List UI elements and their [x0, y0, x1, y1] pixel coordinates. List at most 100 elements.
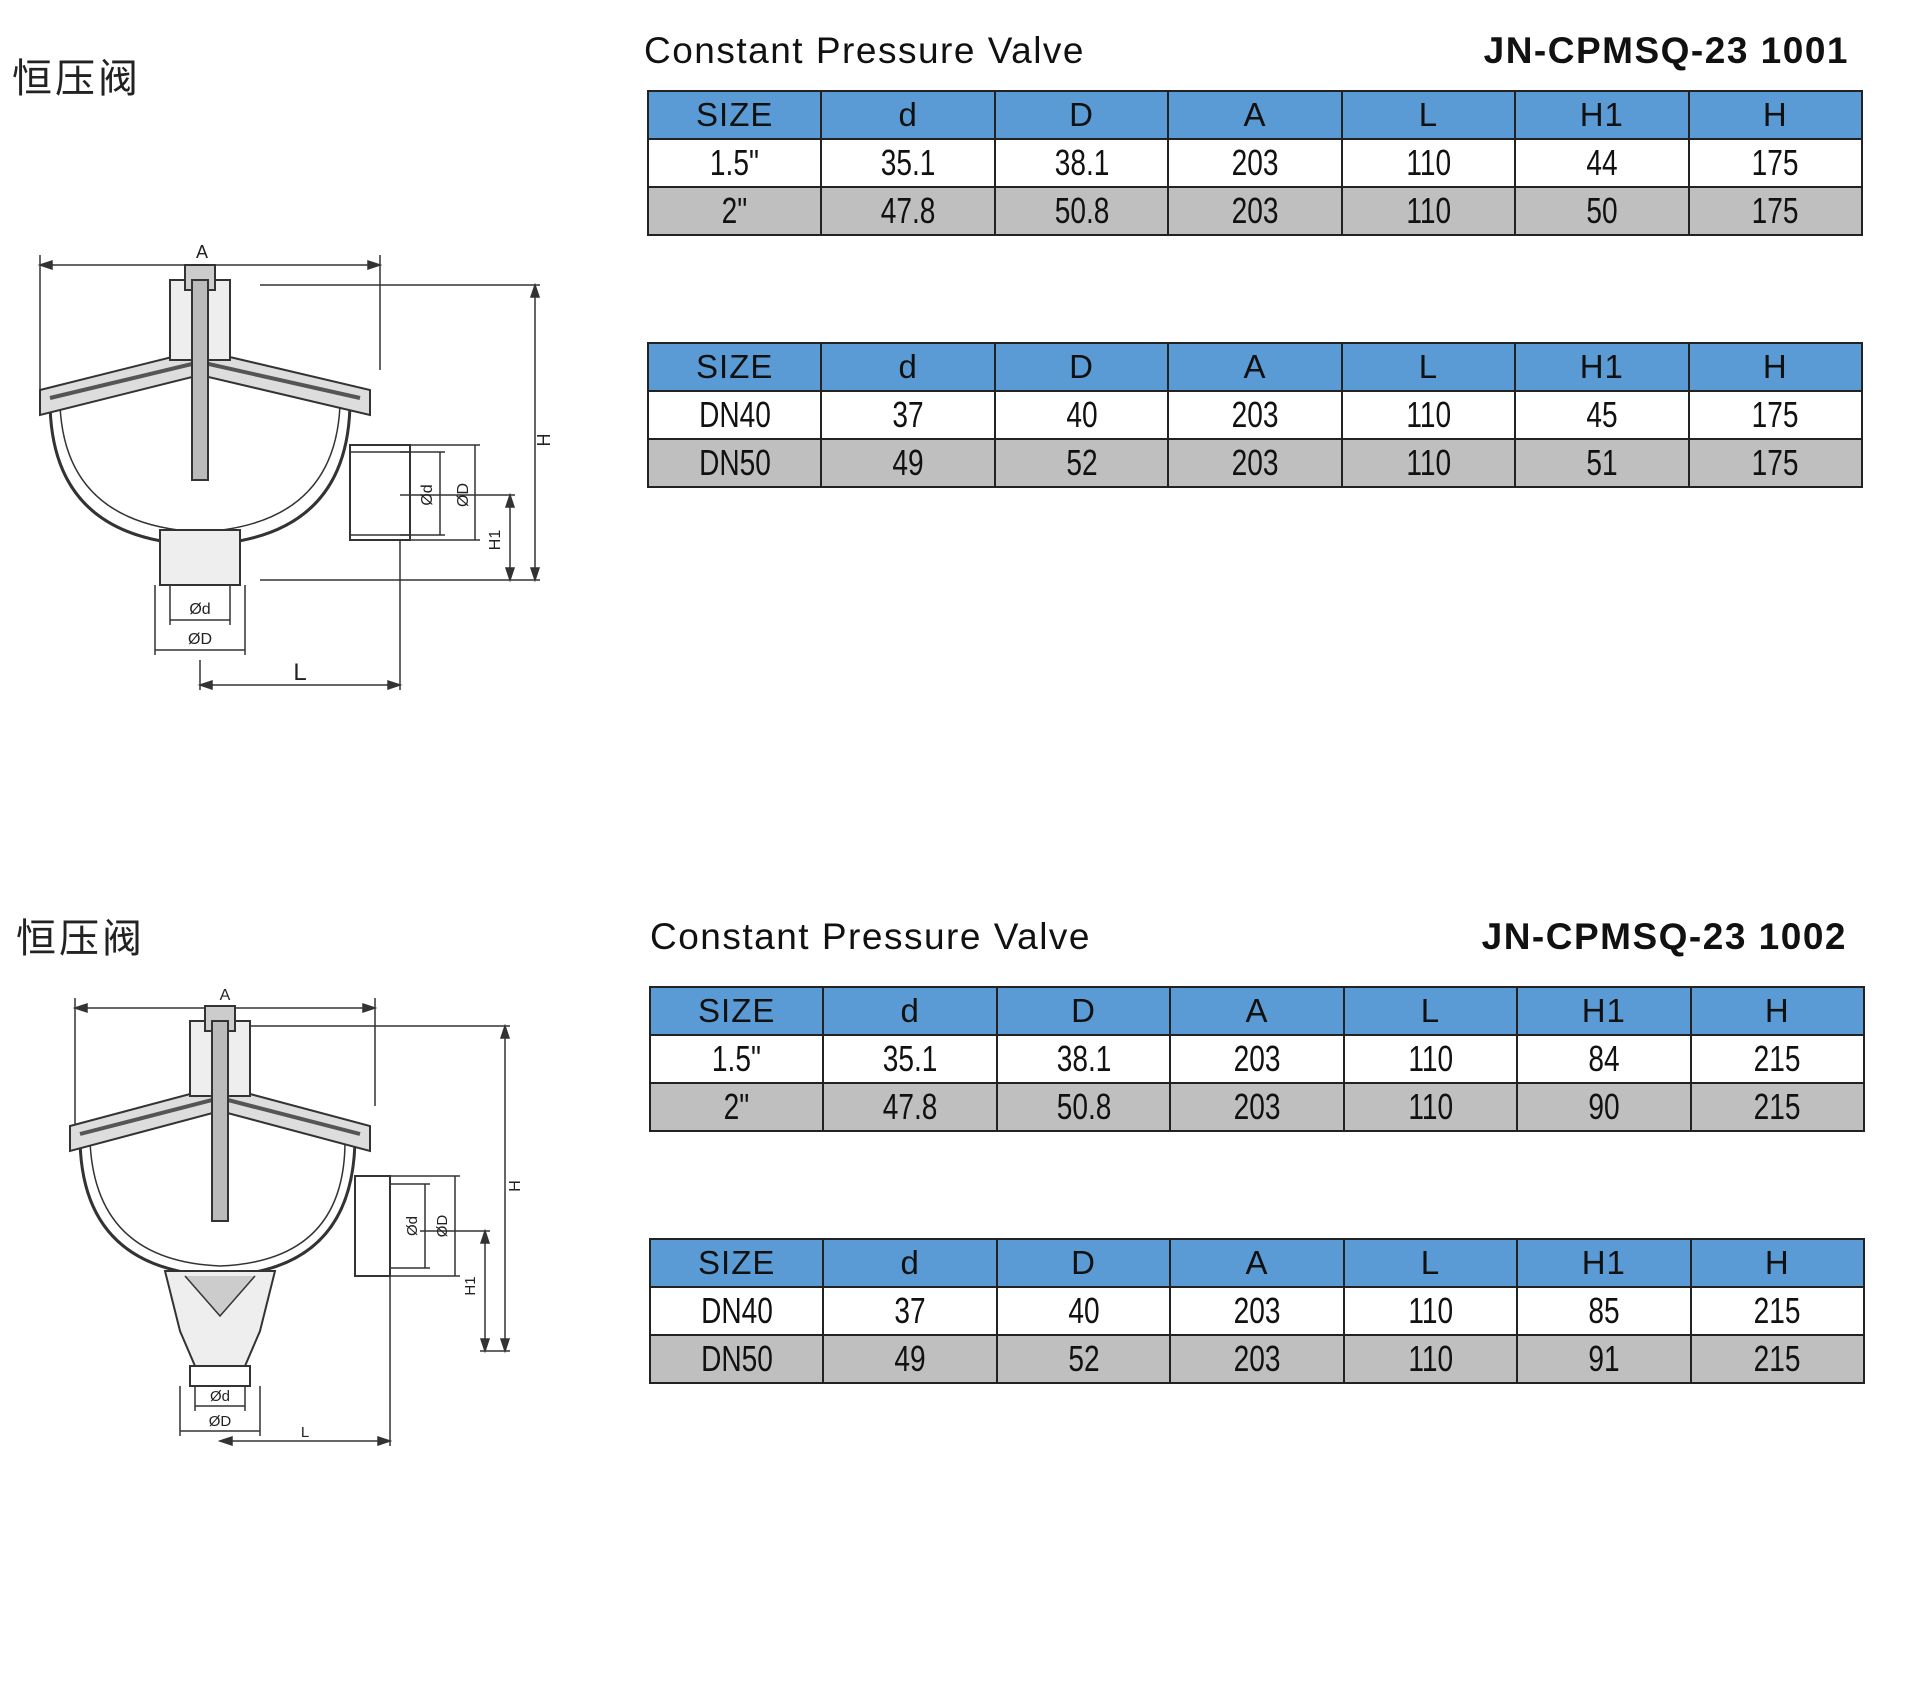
english-title: Constant Pressure Valve — [644, 30, 1086, 71]
cell: 85 — [1516, 1286, 1692, 1336]
header-L: L — [1340, 342, 1517, 392]
table-row: DN40 37 40 203 110 85 215 — [648, 1286, 1866, 1336]
header-size: SIZE — [646, 90, 823, 140]
cell: 203 — [1169, 1034, 1345, 1084]
cell: 38.1 — [995, 1034, 1172, 1084]
cell: 84 — [1516, 1034, 1692, 1084]
cell: 215 — [1689, 1034, 1866, 1084]
header-D: D — [993, 90, 1170, 140]
cell: 49 — [822, 1334, 998, 1384]
label-D-side: ØD — [434, 1215, 451, 1238]
cell: 110 — [1340, 390, 1517, 440]
cell: 50 — [1514, 186, 1690, 236]
cell: 215 — [1689, 1334, 1866, 1384]
label-H1: H1 — [462, 1276, 479, 1295]
product-code: JN-CPMSQ-23 1001 — [1483, 30, 1849, 71]
product-code: JN-CPMSQ-23 1002 — [1481, 916, 1847, 957]
valve-drawing-1001: A H H1 Ød ØD Ød ØD L — [37, 242, 554, 691]
label-d-bottom: Ød — [189, 601, 210, 618]
header-H: H — [1689, 1238, 1866, 1288]
valve-drawing-1002: A H H1 Ød ØD Ød ØD L — [69, 987, 524, 1446]
cell: 2" — [646, 186, 823, 236]
table-row: 2" 47.8 50.8 203 110 50 175 — [646, 186, 1864, 236]
cell: 215 — [1689, 1082, 1866, 1132]
header-D: D — [995, 986, 1172, 1036]
cell: 35.1 — [820, 138, 996, 188]
table-header-row: SIZE d D A L H1 H — [648, 986, 1866, 1036]
cell: 175 — [1687, 438, 1864, 488]
cell: DN40 — [646, 390, 823, 440]
header-d: d — [822, 1238, 998, 1288]
header-size: SIZE — [648, 986, 825, 1036]
cell: 203 — [1167, 138, 1343, 188]
cell: 44 — [1514, 138, 1690, 188]
cell: 175 — [1687, 138, 1864, 188]
header-d: d — [820, 90, 996, 140]
label-A: A — [220, 987, 231, 1004]
cell: 38.1 — [993, 138, 1170, 188]
cell: 203 — [1167, 438, 1343, 488]
label-D-bottom: ØD — [209, 1413, 232, 1430]
product-section-1001: 恒压阀 Constant Pressure Valve JN-CPMSQ-23 … — [0, 0, 1919, 800]
header-D: D — [995, 1238, 1172, 1288]
cell: 110 — [1342, 1334, 1519, 1384]
cell: 1.5" — [648, 1034, 825, 1084]
cell: DN50 — [646, 438, 823, 488]
table-header-row: SIZE d D A L H1 H — [648, 1238, 1866, 1288]
header-L: L — [1340, 90, 1517, 140]
cell: 2" — [648, 1082, 825, 1132]
header-size: SIZE — [648, 1238, 825, 1288]
header-L: L — [1342, 986, 1519, 1036]
header-H: H — [1687, 342, 1864, 392]
cell: 175 — [1687, 390, 1864, 440]
header-H1: H1 — [1514, 342, 1690, 392]
label-D-side: ØD — [455, 483, 472, 507]
header-H: H — [1689, 986, 1866, 1036]
cell: 35.1 — [822, 1034, 998, 1084]
table-header-row: SIZE d D A L H1 H — [646, 342, 1864, 392]
header-H: H — [1687, 90, 1864, 140]
english-title: Constant Pressure Valve — [650, 916, 1092, 957]
spec-table-1002-dn: SIZE d D A L H1 H DN40 37 40 203 110 85 … — [648, 1238, 1866, 1384]
cell: 110 — [1342, 1034, 1519, 1084]
cell: 50.8 — [993, 186, 1170, 236]
cell: 45 — [1514, 390, 1690, 440]
header-H1: H1 — [1514, 90, 1690, 140]
table-row: DN40 37 40 203 110 45 175 — [646, 390, 1864, 440]
cell: 37 — [820, 390, 996, 440]
header-d: d — [820, 342, 996, 392]
table-row: 1.5" 35.1 38.1 203 110 84 215 — [648, 1034, 1866, 1084]
cell: 47.8 — [822, 1082, 998, 1132]
cell: 90 — [1516, 1082, 1692, 1132]
spec-table-1001-dn: SIZE d D A L H1 H DN40 37 40 203 110 45 … — [646, 342, 1864, 488]
table-row: 1.5" 35.1 38.1 203 110 44 175 — [646, 138, 1864, 188]
cell: 110 — [1342, 1286, 1519, 1336]
cell: 51 — [1514, 438, 1690, 488]
table-row: DN50 49 52 203 110 91 215 — [648, 1334, 1866, 1384]
cell: 52 — [995, 1334, 1172, 1384]
cell: 40 — [993, 390, 1170, 440]
chinese-title: 恒压阀 — [16, 916, 145, 962]
label-d-bottom: Ød — [210, 1388, 230, 1405]
table-row: 2" 47.8 50.8 203 110 90 215 — [648, 1082, 1866, 1132]
chinese-title: 恒压阀 — [12, 56, 141, 102]
cell: 215 — [1689, 1286, 1866, 1336]
cell: 110 — [1340, 138, 1517, 188]
cell: 50.8 — [995, 1082, 1172, 1132]
header-A: A — [1169, 1238, 1345, 1288]
cell: 175 — [1687, 186, 1864, 236]
cell: 203 — [1167, 390, 1343, 440]
cell: 91 — [1516, 1334, 1692, 1384]
cell: 37 — [822, 1286, 998, 1336]
label-L: L — [293, 659, 306, 686]
header-H1: H1 — [1516, 986, 1692, 1036]
label-H: H — [507, 1180, 524, 1192]
cell: 110 — [1340, 186, 1517, 236]
spec-table-1002-inch: SIZE d D A L H1 H 1.5" 35.1 38.1 203 110… — [648, 986, 1866, 1132]
table-row: DN50 49 52 203 110 51 175 — [646, 438, 1864, 488]
cell: 203 — [1169, 1082, 1345, 1132]
table-header-row: SIZE d D A L H1 H — [646, 90, 1864, 140]
label-A: A — [196, 242, 208, 262]
header-L: L — [1342, 1238, 1519, 1288]
label-D-bottom: ØD — [188, 631, 212, 648]
